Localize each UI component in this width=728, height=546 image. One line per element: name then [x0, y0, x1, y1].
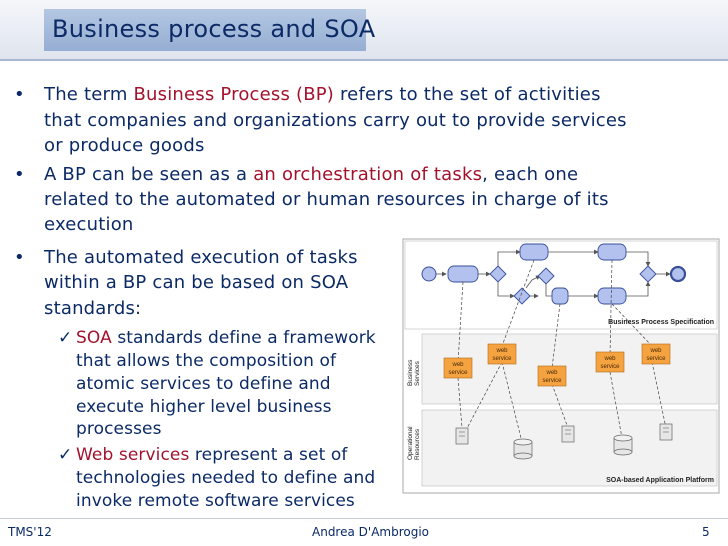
- bp-label: Business Process Specification: [608, 319, 714, 326]
- svg-text:service: service: [600, 364, 620, 370]
- check-icon: ✓: [58, 328, 73, 348]
- bullet-marker: •: [14, 84, 25, 105]
- soa-diagram-svg: Business Process Specification: [402, 238, 720, 494]
- gateway-icon: [537, 267, 555, 285]
- svg-text:service: service: [542, 378, 562, 384]
- end-event-icon: [669, 265, 687, 283]
- server-icon: [455, 427, 469, 445]
- slide-title: Business process and SOA: [52, 15, 376, 43]
- services-label-1: Business: [407, 359, 414, 386]
- gateway-icon: [513, 287, 531, 305]
- web-service-4: web service: [595, 351, 625, 373]
- sub-bullet-1-line-1: SOA standards define a framework: [76, 328, 376, 348]
- title-divider: [0, 59, 728, 61]
- svg-text:service: service: [492, 356, 512, 362]
- bp-area: [404, 240, 718, 330]
- footer-author: Andrea D'Ambrogio: [312, 525, 430, 539]
- sub-bullet-2-line-1: Web services represent a set of: [76, 445, 348, 465]
- web-service-1: web service: [443, 357, 473, 379]
- check-icon: ✓: [58, 445, 73, 465]
- svg-text:web: web: [451, 362, 464, 368]
- bullet-1-line-1: The term Business Process (BP) refers to…: [44, 84, 601, 105]
- start-event-icon: [421, 266, 437, 282]
- soa-diagram: Business Process Specification: [402, 238, 720, 494]
- bullet-3-line-3: standards:: [44, 298, 142, 319]
- database-icon: [513, 438, 533, 460]
- title-plate: [44, 9, 366, 51]
- task-3: [597, 243, 627, 261]
- gateway-join-icon: [639, 265, 657, 283]
- task-2: [519, 243, 549, 261]
- bullet-1-line-2: that companies and organizations carry o…: [44, 110, 627, 131]
- task-1: [447, 265, 479, 283]
- resources-band: [421, 409, 718, 487]
- sub-bullet-2-line-2: technologies needed to define and: [76, 468, 376, 488]
- sub-bullet-2-line-3: invoke remote software services: [76, 491, 355, 511]
- bullet-marker: •: [14, 164, 25, 185]
- gateway-split-icon: [489, 265, 507, 283]
- footer-divider: [0, 518, 728, 519]
- bullet-3-line-2: within a BP can be based on SOA: [44, 272, 349, 293]
- platform-label: SOA-based Application Platform: [606, 477, 714, 484]
- footer-conference: TMS'12: [8, 525, 52, 539]
- sub-bullet-1-line-5: processes: [76, 419, 162, 439]
- svg-text:web: web: [495, 348, 508, 354]
- web-service-3: web service: [537, 365, 567, 387]
- svg-text:web: web: [545, 370, 558, 376]
- task-5: [597, 287, 627, 305]
- bullet-2-line-2: related to the automated or human resour…: [44, 189, 609, 210]
- web-service-2: web service: [487, 343, 517, 365]
- bullet-2-line-1: A BP can be seen as a an orchestration o…: [44, 164, 579, 185]
- bullet-3-line-1: The automated execution of tasks: [44, 247, 358, 268]
- svg-text:web: web: [603, 356, 616, 362]
- sub-bullet-1-line-3: atomic services to define and: [76, 374, 331, 394]
- server-icon: [659, 423, 673, 441]
- svg-text:service: service: [646, 356, 666, 362]
- sub-bullet-1-line-2: that allows the composition of: [76, 351, 337, 371]
- server-icon: [561, 425, 575, 443]
- flow-edges: [436, 249, 671, 299]
- resources-label-1: Operational: [407, 426, 414, 460]
- bullet-1-line-3: or produce goods: [44, 135, 205, 156]
- resources-label-2: Resources: [414, 428, 421, 460]
- page-number: 5: [702, 525, 710, 539]
- database-icon: [613, 434, 633, 456]
- sub-bullet-1-line-4: execute higher level business: [76, 397, 332, 417]
- svg-text:service: service: [448, 370, 468, 376]
- web-service-5: web service: [641, 343, 671, 365]
- service-links: [457, 259, 667, 443]
- bullet-marker: •: [14, 247, 25, 268]
- svg-text:web: web: [649, 348, 662, 354]
- task-4: [551, 287, 569, 305]
- services-label-2: Services: [414, 360, 421, 386]
- bullet-2-line-3: execution: [44, 214, 134, 235]
